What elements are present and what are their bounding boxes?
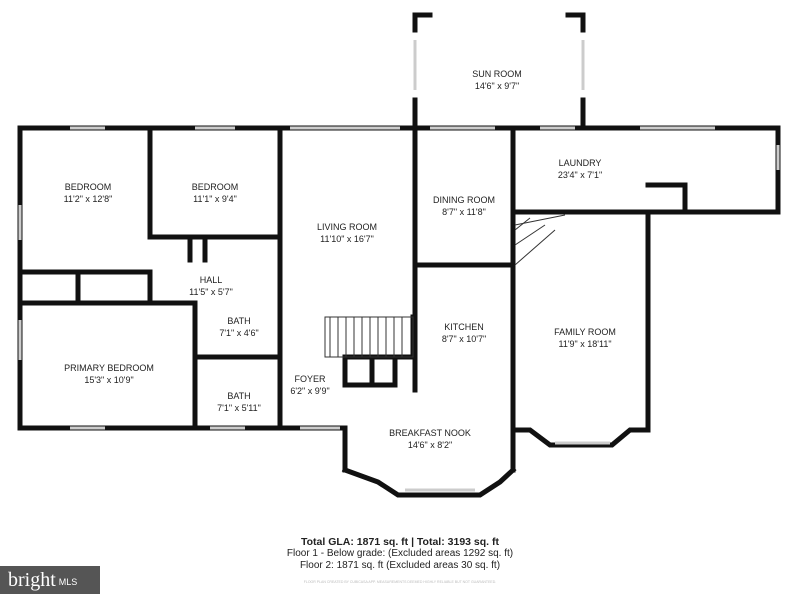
room-label-hall: Hall11'5" x 5'7": [189, 275, 233, 297]
room-label-kitchen: Kitchen8'7" x 10'7": [441, 322, 487, 344]
room-label-dining-room: Dining Room8'7" x 11'8": [433, 195, 495, 217]
room-label-breakfast-nook: Breakfast Nook14'6" x 8'2": [389, 428, 471, 450]
staircase: [324, 214, 566, 358]
floor-plan-drawing: [17, 12, 781, 498]
room-label-laundry: Laundry23'4" x 7'1": [557, 158, 603, 180]
windows: [18, 40, 780, 492]
total-area: Total GLA: 1871 sq. ft | Total: 3193 sq.…: [301, 536, 499, 548]
room-label-primary-bedroom: Primary Bedroom15'3" x 10'9": [64, 363, 154, 385]
room-label-living-room: Living Room11'10" x 16'7": [316, 222, 378, 244]
disclaimer: Floor plan created by CubiCasa app. Meas…: [303, 580, 497, 584]
room-label-bath-2: Bath7'1" x 5'11": [217, 391, 261, 413]
room-label-bedroom-1: Bedroom11'2" x 12'8": [63, 182, 113, 204]
bright-mls-logo: bright MLS: [0, 566, 100, 594]
floor-1-area: Floor 1 - Below grade: (Excluded areas 1…: [286, 548, 514, 559]
room-label-foyer: Foyer6'2" x 9'9": [290, 374, 330, 396]
room-label-family-room: Family Room11'9" x 18'11": [554, 327, 616, 349]
logo-suffix: MLS: [58, 577, 78, 587]
room-label-sun-room: Sun Room14'6" x 9'7": [472, 69, 522, 91]
logo-brand: bright: [8, 568, 56, 591]
room-label-bath-1: Bath7'1" x 4'6": [219, 316, 259, 338]
floor-2-area: Floor 2: 1871 sq. ft (Excluded areas 30 …: [299, 560, 501, 571]
walls: [17, 12, 781, 498]
area-summary: Total GLA: 1871 sq. ft | Total: 3193 sq.…: [0, 536, 800, 572]
room-label-bedroom-2: Bedroom11'1" x 9'4": [191, 182, 239, 204]
